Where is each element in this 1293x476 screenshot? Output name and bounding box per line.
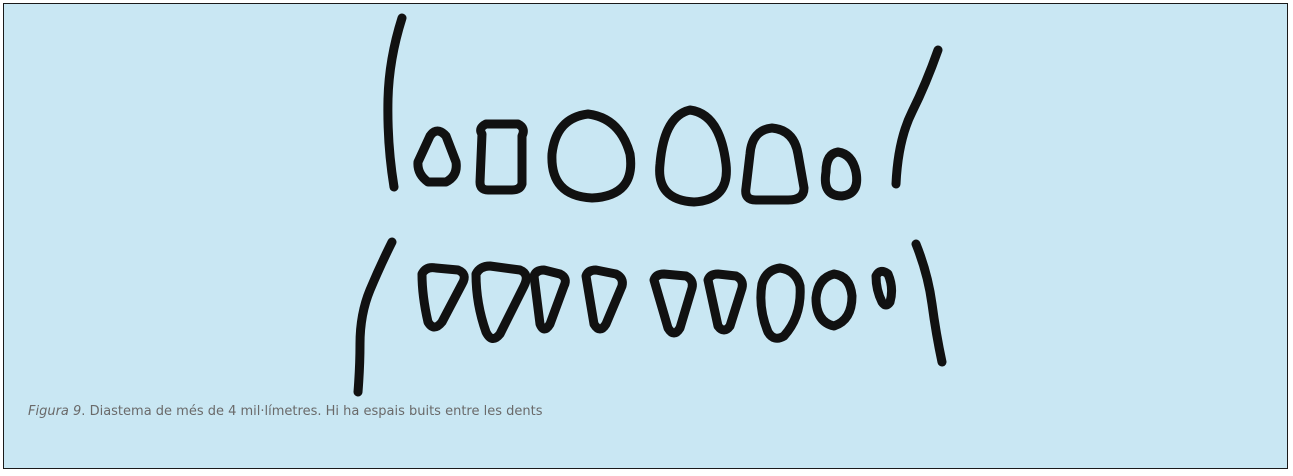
lower-right-lip-line — [916, 244, 942, 362]
upper-tooth-3 — [552, 114, 631, 198]
upper-tooth-4 — [660, 110, 727, 202]
lower-left-lip-line — [358, 242, 392, 392]
figure-caption: Figura 9. Diastema de més de 4 mil·límet… — [28, 404, 543, 419]
lower-tooth-6 — [708, 274, 742, 330]
lower-tooth-5 — [654, 274, 692, 333]
upper-tooth-1 — [418, 131, 456, 182]
figure-panel: Figura 9. Diastema de més de 4 mil·límet… — [3, 3, 1288, 469]
lower-tooth-8 — [816, 274, 852, 326]
upper-right-lip-line — [896, 50, 938, 184]
upper-left-lip-line — [388, 18, 402, 187]
lower-tooth-2 — [476, 266, 526, 339]
upper-tooth-5 — [746, 128, 804, 200]
lower-tooth-1 — [422, 268, 464, 327]
lower-tooth-7 — [761, 268, 800, 338]
lower-tooth-3 — [534, 270, 565, 329]
dental-drawing — [4, 4, 1289, 470]
upper-tooth-2 — [480, 124, 523, 190]
figure-caption-text: Diastema de més de 4 mil·límetres. Hi ha… — [85, 404, 542, 419]
lower-tooth-9 — [876, 271, 892, 305]
figure-label: Figura 9 — [28, 404, 81, 419]
lower-tooth-4 — [586, 270, 622, 329]
upper-tooth-6 — [825, 152, 856, 196]
